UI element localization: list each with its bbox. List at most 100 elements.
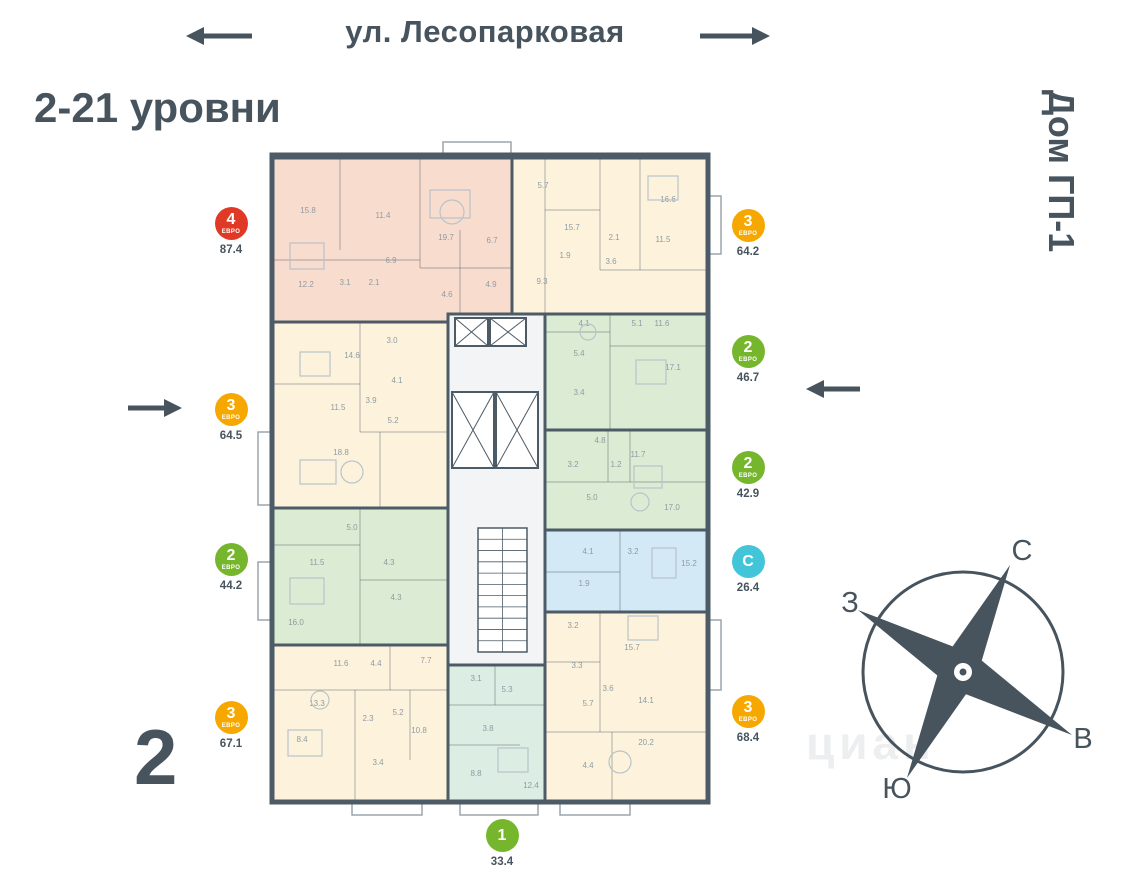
elevator-shaft	[495, 391, 539, 469]
room-count: 1	[497, 826, 507, 844]
furniture	[633, 465, 663, 489]
apartment-area: 64.2	[736, 246, 760, 258]
apartment-g-1room[interactable]: 3.15.33.88.812.4	[446, 663, 547, 804]
room-area-label: 7.7	[420, 656, 432, 665]
furniture	[579, 323, 597, 341]
room-area-label: 3.6	[602, 684, 614, 693]
furniture	[289, 577, 325, 605]
room-area-label: 3.4	[372, 758, 384, 767]
apartment-area: 44.2	[219, 580, 243, 592]
room-count: 3	[226, 705, 236, 722]
room-area-label: 3.4	[573, 388, 585, 397]
compass-rose: С З В Ю	[841, 535, 1092, 805]
room-area-label: 3.6	[605, 257, 617, 266]
room-area-label: 3.2	[567, 621, 579, 630]
room-area-label: 11.6	[334, 659, 350, 668]
furniture	[287, 729, 323, 757]
room-area-label: 14.1	[638, 696, 654, 705]
euro-label: ЕВРО	[738, 231, 758, 237]
apartment-area: 42.9	[736, 488, 760, 500]
room-count: 3	[226, 397, 236, 414]
furniture	[647, 175, 679, 201]
stairs	[477, 527, 528, 653]
room-area-label: 3.8	[482, 724, 494, 733]
room-area-label: 3.9	[365, 396, 377, 405]
room-area-label: 4.8	[594, 436, 606, 445]
room-area-label: 1.9	[559, 251, 571, 260]
room-area-label: 1.9	[578, 579, 590, 588]
room-area-label: 11.5	[310, 558, 326, 567]
room-area-label: 17.1	[665, 363, 681, 372]
room-area-label: 15.7	[624, 643, 640, 652]
room-area-label: 5.7	[537, 181, 549, 190]
compass-circle	[861, 570, 1065, 774]
room-area-label: 4.1	[582, 547, 594, 556]
euro-label: ЕВРО	[738, 357, 758, 363]
furniture	[497, 747, 529, 773]
elevator-shaft	[454, 317, 489, 347]
compass-west-label: З	[841, 587, 859, 619]
room-area-label: 15.2	[681, 559, 697, 568]
furniture	[299, 459, 337, 485]
furniture	[627, 615, 659, 641]
room-area-label: 5.2	[392, 708, 404, 717]
room-area-label: 13.3	[309, 699, 325, 708]
building-outline	[269, 152, 711, 805]
room-area-label: 11.5	[656, 235, 672, 244]
apartment-e-studio[interactable]: 4.1 3.2 15.2 1.9	[543, 528, 710, 614]
furniture	[310, 690, 330, 710]
watermark: циан	[806, 717, 936, 769]
room-area-label: 4.1	[391, 376, 403, 385]
apartment-area: 68.4	[736, 732, 760, 744]
room-area-label: 4.6	[441, 290, 453, 299]
room-area-label: 4.4	[582, 761, 594, 770]
legend-badge-right-3[interactable]: С 26.4	[726, 545, 770, 594]
euro-label: ЕВРО	[221, 723, 241, 729]
compass-hub-dot	[959, 668, 967, 676]
room-area-label: 3.0	[386, 336, 398, 345]
room-area-label: 19.7	[438, 233, 454, 242]
apartment-area: 64.5	[219, 430, 243, 442]
street-arrow-left	[186, 27, 252, 45]
apartment-area: 46.7	[736, 372, 760, 384]
room-area-label: 2.1	[608, 233, 620, 242]
room-area-label: 12.2	[298, 280, 314, 289]
room-area-label: 20.2	[638, 738, 654, 747]
furniture	[630, 492, 650, 512]
room-count: 2	[743, 339, 753, 356]
room-count: 3	[743, 699, 753, 716]
room-area-label: 11.7	[631, 450, 647, 459]
room-area-label: 5.7	[582, 699, 594, 708]
furniture	[299, 351, 331, 377]
apartment-area: 33.4	[490, 856, 514, 868]
room-area-label: 6.7	[486, 236, 498, 245]
room-area-label: 3.2	[627, 547, 639, 556]
room-area-label: 10.8	[411, 726, 427, 735]
apartment-area: 26.4	[736, 582, 760, 594]
street-name: ул. Лесопарковая	[345, 14, 625, 49]
euro-label: ЕВРО	[221, 415, 241, 421]
room-area-label: 17.0	[664, 503, 680, 512]
room-area-label: 9.3	[536, 277, 548, 286]
euro-label: ЕВРО	[738, 473, 758, 479]
room-count-circle: С	[731, 545, 765, 578]
euro-label: ЕВРО	[221, 229, 241, 235]
furniture	[439, 199, 465, 225]
